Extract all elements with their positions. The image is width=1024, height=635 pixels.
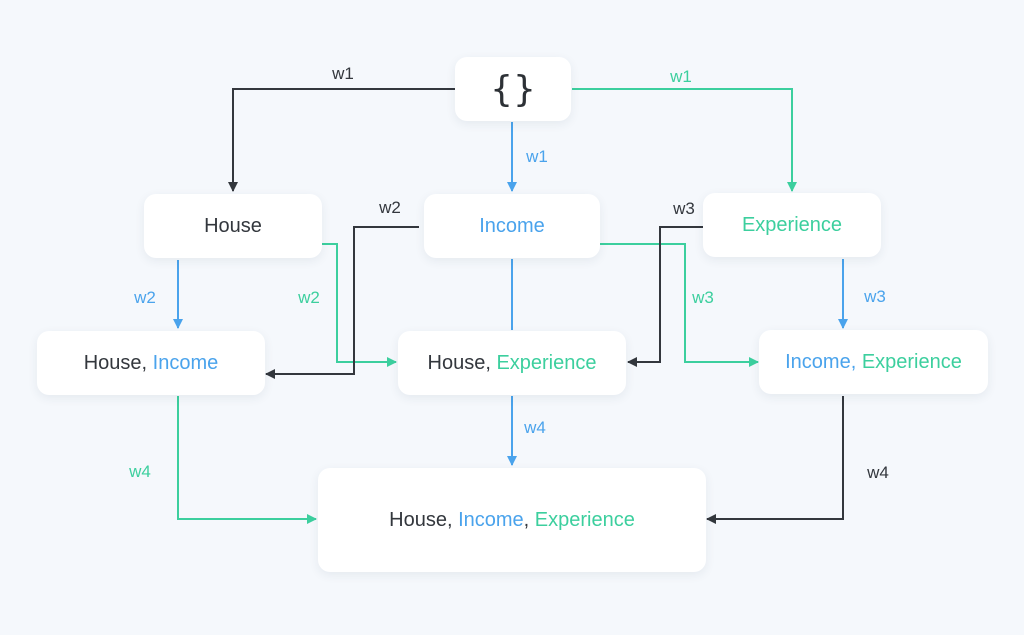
edge-label: w1: [670, 67, 692, 86]
edge-label: w2: [379, 198, 401, 217]
edge-label: w4: [129, 462, 151, 481]
node-house-income: House, Income: [37, 331, 265, 395]
node-label-part: House: [204, 214, 262, 237]
node-label-part: Income: [479, 214, 545, 237]
node-empty-set: {}: [455, 57, 571, 121]
node-label-part: Income: [152, 351, 219, 374]
empty-set-label: {}: [490, 68, 536, 110]
node-income: Income: [424, 194, 600, 258]
edge-label: w1: [526, 147, 548, 166]
node-label-part: House,: [389, 508, 459, 531]
node-label-part: Experience: [741, 213, 843, 236]
node-label-part: House,: [427, 351, 497, 374]
node-label-part: Income,: [785, 350, 862, 373]
node-house: House: [144, 194, 322, 258]
edge-label: w3: [692, 288, 714, 307]
edge-label: w1: [332, 64, 354, 83]
node-house-experience: House, Experience: [398, 331, 626, 395]
edge-label: w2: [298, 288, 320, 307]
edge-label: w3: [864, 287, 886, 306]
edge-house-house_experience: [322, 243, 397, 367]
node-label-part: House,: [83, 351, 153, 374]
edge-label: w2: [134, 288, 156, 307]
node-label-part: ,: [523, 508, 535, 531]
edge-income-income_experience: [600, 243, 759, 367]
edge-house_income-all: [177, 396, 317, 524]
edge-label: w4: [867, 463, 889, 482]
node-income-experience: Income, Experience: [759, 330, 988, 394]
node-label-part: Experience: [534, 508, 635, 531]
edge-label: w4: [524, 418, 546, 437]
edge-label: w3: [673, 199, 695, 218]
node-label-part: Experience: [861, 350, 962, 373]
edge-income-house_income: [265, 226, 419, 379]
edge-empty-experience: [572, 88, 797, 192]
node-label-part: Income: [458, 508, 524, 531]
edge-empty-house: [228, 88, 455, 192]
edge-experience-house_experience: [627, 226, 703, 367]
edge-income_experience-all: [706, 396, 844, 524]
node-label-part: Experience: [496, 351, 597, 374]
node-house-income-experience: House, Income, Experience: [318, 468, 706, 572]
node-experience: Experience: [703, 193, 881, 257]
